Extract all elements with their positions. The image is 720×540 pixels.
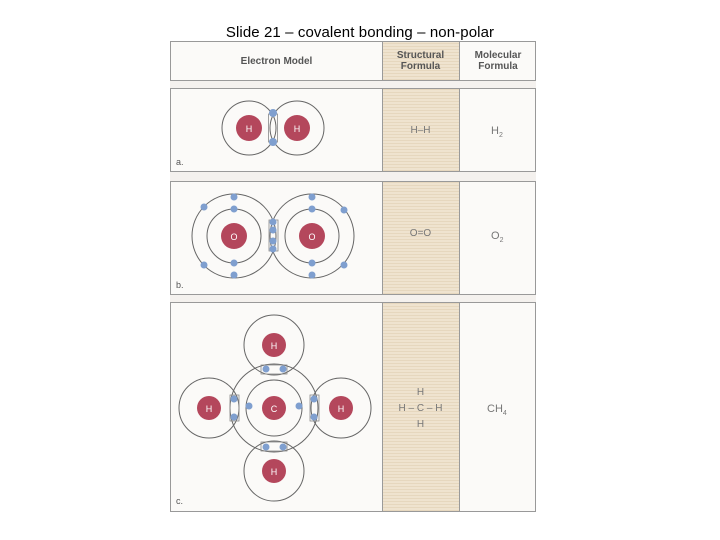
electron — [308, 193, 316, 201]
electron — [230, 205, 238, 213]
atom-label: H — [294, 124, 301, 134]
structural-formula-o2: O=O — [409, 228, 432, 239]
atom-label: H — [271, 467, 278, 477]
electron — [269, 237, 277, 245]
electron — [262, 365, 270, 373]
electron — [279, 443, 287, 451]
shared-pair-box — [260, 441, 288, 452]
h-nucleus — [236, 115, 262, 141]
row-ch4: H H C H H c. H H — [170, 302, 536, 512]
o-nucleus — [221, 223, 247, 249]
atom-label: H — [338, 404, 345, 414]
h-shell — [310, 377, 372, 439]
electron — [245, 402, 253, 410]
header-strip — [382, 42, 459, 80]
bonding-figure: Electron Model Structural Formula Molecu… — [170, 41, 536, 512]
molecular-formula-o2: O2 — [491, 230, 504, 245]
atom-label: C — [271, 404, 278, 414]
electron — [262, 443, 270, 451]
atom-label: H — [246, 124, 253, 134]
electron — [230, 413, 238, 421]
electron — [269, 226, 277, 234]
electron — [279, 365, 287, 373]
row-label-c: c. — [176, 496, 184, 506]
electron — [230, 271, 238, 279]
electron — [310, 413, 318, 421]
atom-label: H — [206, 404, 213, 414]
electron — [308, 205, 316, 213]
electron — [230, 193, 238, 201]
h-shell — [221, 100, 277, 156]
atom-label: O — [230, 232, 237, 242]
o-nucleus — [299, 223, 325, 249]
h-nucleus — [329, 396, 353, 420]
electron — [340, 206, 348, 214]
shared-pair-box — [309, 394, 320, 422]
electron — [200, 203, 208, 211]
molecular-formula-ch4: CH4 — [487, 403, 507, 418]
structural-formula-header: Structural Formula — [396, 50, 445, 72]
electron — [340, 261, 348, 269]
h-nucleus — [262, 459, 286, 483]
o2-electron-model: O O — [191, 193, 355, 279]
h-shell — [243, 314, 305, 376]
row-label-b: b. — [176, 280, 184, 290]
table-header: Electron Model Structural Formula Molecu… — [170, 41, 536, 81]
electron — [200, 261, 208, 269]
shared-pair-box — [229, 394, 240, 422]
electron-model-header: Electron Model — [240, 55, 313, 67]
electron — [310, 395, 318, 403]
electron — [269, 218, 277, 226]
row-label-a: a. — [176, 157, 184, 167]
electron — [269, 109, 277, 117]
structural-formula-h2: H–H — [410, 125, 431, 136]
molecular-formula-header: Molecular Formula — [474, 50, 522, 72]
row-h2: H H a. H–H H2 — [170, 88, 536, 172]
molecular-formula-h2: H2 — [491, 125, 503, 140]
c-nucleus — [262, 396, 286, 420]
atom-label: H — [271, 341, 278, 351]
row-o2: O O b. O=O O2 — [170, 181, 536, 295]
slide-title: Slide 21 – covalent bonding – non-polar — [225, 24, 495, 41]
electron — [230, 259, 238, 267]
h-nucleus — [284, 115, 310, 141]
electron — [269, 245, 277, 253]
electron — [230, 395, 238, 403]
h-nucleus — [197, 396, 221, 420]
shared-pair-box — [260, 364, 288, 375]
ch4-electron-model: H H C H H — [178, 314, 372, 502]
h-shell — [243, 440, 305, 502]
h2-electron-model: H H — [221, 100, 325, 156]
electron — [295, 402, 303, 410]
atom-label: O — [308, 232, 315, 242]
structural-formula-ch4: H H – C – H H — [398, 387, 443, 430]
electron — [308, 259, 316, 267]
h-shell — [269, 100, 325, 156]
electron — [269, 138, 277, 146]
c-inner-shell — [245, 379, 303, 437]
h-nucleus — [262, 333, 286, 357]
electron — [308, 271, 316, 279]
